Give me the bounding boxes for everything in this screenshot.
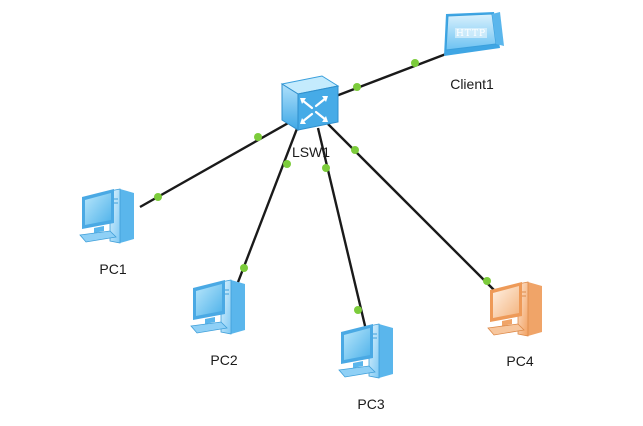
port-dots <box>154 59 491 314</box>
node-label-pc1: PC1 <box>99 261 126 277</box>
port-dot <box>154 193 162 201</box>
link-lsw1-pc3[interactable] <box>316 127 368 331</box>
pc-icon <box>487 281 543 337</box>
link-lsw1-client1[interactable] <box>335 52 447 98</box>
node-label-pc3: PC3 <box>357 396 384 412</box>
port-dot <box>483 277 491 285</box>
port-dot <box>354 306 362 314</box>
node-pc1[interactable]: PC1 <box>79 188 135 277</box>
node-pc4[interactable]: PC4 <box>487 281 543 369</box>
port-dot <box>411 59 419 67</box>
node-client1[interactable]: HTTP Client1 <box>444 12 504 92</box>
pc-icon <box>79 188 135 244</box>
pc-icon <box>338 323 394 379</box>
node-pc3[interactable]: PC3 <box>338 323 394 412</box>
port-dot <box>322 164 330 172</box>
node-label-pc2: PC2 <box>210 352 237 368</box>
http-client-icon: HTTP <box>444 12 504 56</box>
client-screen-text: HTTP <box>456 29 486 39</box>
link-lsw1-pc2[interactable] <box>233 125 300 291</box>
pc-icon <box>190 279 246 335</box>
node-pc2[interactable]: PC2 <box>190 279 246 368</box>
port-dot <box>283 160 291 168</box>
port-dot <box>353 83 361 91</box>
port-dot <box>240 264 248 272</box>
node-label-client1: Client1 <box>450 76 494 92</box>
port-dot <box>351 146 359 154</box>
node-label-pc4: PC4 <box>506 353 533 369</box>
node-label-lsw1: LSW1 <box>292 144 330 160</box>
link-lsw1-pc1[interactable] <box>139 120 291 209</box>
port-dot <box>254 133 262 141</box>
node-lsw1[interactable]: LSW1 <box>280 75 340 160</box>
switch-icon <box>280 75 340 131</box>
